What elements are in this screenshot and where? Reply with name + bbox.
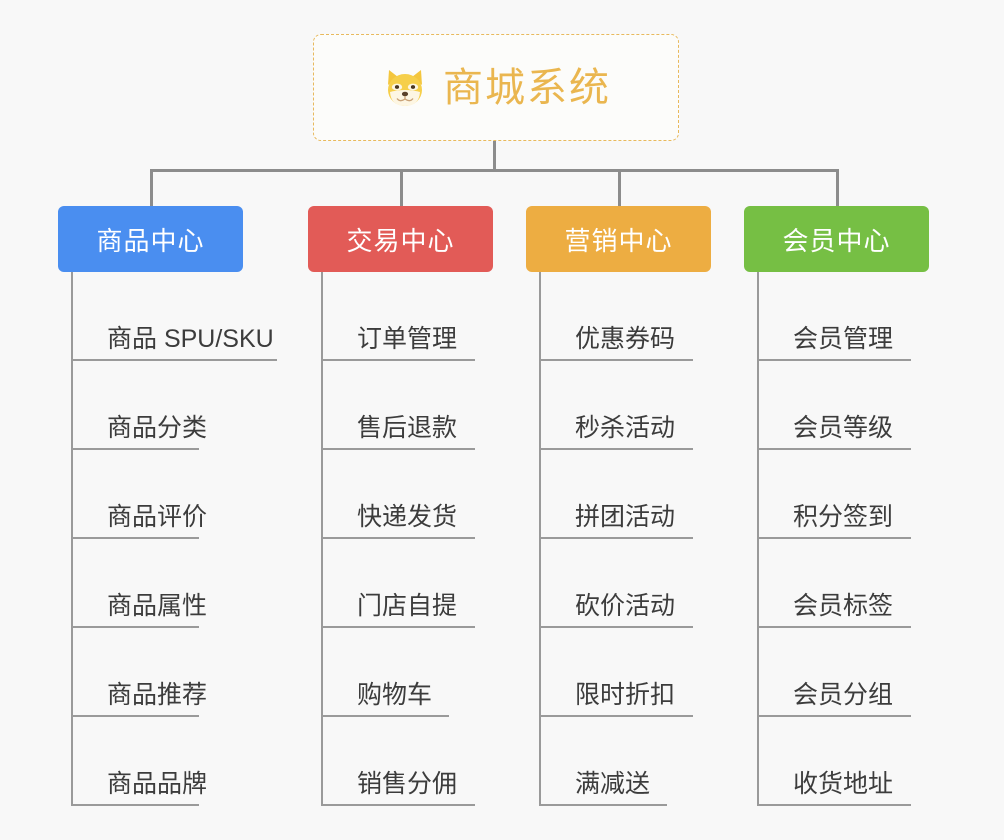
leaf-label: 会员等级 <box>793 413 894 442</box>
category-header-trade-center[interactable]: 交易中心 <box>308 206 493 272</box>
leaf-underline <box>323 359 475 361</box>
category-header-label: 商品中心 <box>96 225 205 256</box>
list-item[interactable]: 售后退款 <box>323 361 538 450</box>
leaf-label: 门店自提 <box>357 591 458 620</box>
connector-drop-trade-center <box>400 169 403 206</box>
root-node[interactable]: 商城系统 <box>313 34 679 141</box>
leaf-underline <box>759 359 911 361</box>
leaf-underline <box>323 626 475 628</box>
list-item[interactable]: 快递发货 <box>323 450 538 539</box>
leaf-label: 商品品牌 <box>107 769 208 798</box>
leaf-underline <box>759 804 911 806</box>
list-item[interactable]: 商品推荐 <box>73 628 318 717</box>
category-header-product-center[interactable]: 商品中心 <box>58 206 243 272</box>
leaf-list-member-center: 会员管理 会员等级 积分签到 会员标签 会员分组 收货地址 <box>757 272 984 806</box>
list-item[interactable]: 拼团活动 <box>541 450 756 539</box>
column-marketing-center: 营销中心 优惠券码 秒杀活动 拼团活动 砍价活动 限时折扣 <box>526 206 756 806</box>
list-item[interactable]: 销售分佣 <box>323 717 538 806</box>
list-item[interactable]: 满减送 <box>541 717 756 806</box>
leaf-label: 优惠券码 <box>575 324 676 353</box>
category-header-member-center[interactable]: 会员中心 <box>744 206 929 272</box>
column-product-center: 商品中心 商品 SPU/SKU 商品分类 商品评价 商品属性 商品推荐 <box>58 206 318 806</box>
column-trade-center: 交易中心 订单管理 售后退款 快递发货 门店自提 购物车 <box>308 206 538 806</box>
leaf-underline <box>541 359 693 361</box>
leaf-label: 满减送 <box>575 769 651 798</box>
list-item[interactable]: 会员等级 <box>759 361 984 450</box>
column-member-center: 会员中心 会员管理 会员等级 积分签到 会员标签 会员分组 <box>744 206 984 806</box>
list-item[interactable]: 会员管理 <box>759 272 984 361</box>
leaf-underline <box>323 448 475 450</box>
leaf-label: 商品评价 <box>107 502 208 531</box>
leaf-label: 商品推荐 <box>107 680 208 709</box>
leaf-underline <box>541 537 693 539</box>
leaf-underline <box>541 715 693 717</box>
leaf-label: 销售分佣 <box>357 769 458 798</box>
leaf-label: 售后退款 <box>357 413 458 442</box>
leaf-list-marketing-center: 优惠券码 秒杀活动 拼团活动 砍价活动 限时折扣 满减送 <box>539 272 756 806</box>
leaf-underline <box>541 626 693 628</box>
list-item[interactable]: 收货地址 <box>759 717 984 806</box>
leaf-label: 拼团活动 <box>575 502 676 531</box>
leaf-label: 会员分组 <box>793 680 894 709</box>
list-item[interactable]: 商品品牌 <box>73 717 318 806</box>
leaf-label: 会员标签 <box>793 591 894 620</box>
leaf-underline <box>759 537 911 539</box>
leaf-label: 快递发货 <box>357 502 458 531</box>
leaf-label: 砍价活动 <box>575 591 676 620</box>
leaf-underline <box>759 448 911 450</box>
leaf-underline <box>541 448 693 450</box>
leaf-label: 积分签到 <box>793 502 894 531</box>
root-title: 商城系统 <box>443 65 611 110</box>
leaf-underline <box>323 537 475 539</box>
leaf-label: 商品 SPU/SKU <box>107 324 274 353</box>
leaf-underline <box>73 804 199 806</box>
category-header-marketing-center[interactable]: 营销中心 <box>526 206 711 272</box>
list-item[interactable]: 砍价活动 <box>541 539 756 628</box>
list-item[interactable]: 商品分类 <box>73 361 318 450</box>
list-item[interactable]: 商品 SPU/SKU <box>73 272 318 361</box>
list-item[interactable]: 限时折扣 <box>541 628 756 717</box>
leaf-underline <box>73 715 199 717</box>
list-item[interactable]: 会员标签 <box>759 539 984 628</box>
leaf-underline <box>73 537 199 539</box>
leaf-label: 收货地址 <box>793 769 894 798</box>
leaf-label: 商品分类 <box>107 413 208 442</box>
leaf-underline <box>73 626 199 628</box>
connector-root-stem <box>493 141 496 171</box>
list-item[interactable]: 优惠券码 <box>541 272 756 361</box>
list-item[interactable]: 商品属性 <box>73 539 318 628</box>
leaf-label: 秒杀活动 <box>575 413 676 442</box>
leaf-underline <box>541 804 667 806</box>
leaf-label: 订单管理 <box>357 324 458 353</box>
leaf-label: 商品属性 <box>107 591 208 620</box>
category-header-label: 会员中心 <box>782 225 891 256</box>
shiba-dog-face-icon <box>381 64 429 112</box>
leaf-label: 会员管理 <box>793 324 894 353</box>
leaf-underline <box>759 626 911 628</box>
list-item[interactable]: 商品评价 <box>73 450 318 539</box>
list-item[interactable]: 购物车 <box>323 628 538 717</box>
leaf-underline <box>73 359 277 361</box>
leaf-label: 购物车 <box>357 680 433 709</box>
leaf-underline <box>73 448 199 450</box>
list-item[interactable]: 订单管理 <box>323 272 538 361</box>
leaf-underline <box>323 715 449 717</box>
leaf-underline <box>323 804 475 806</box>
list-item[interactable]: 会员分组 <box>759 628 984 717</box>
connector-drop-member-center <box>836 169 839 206</box>
connector-drop-marketing-center <box>618 169 621 206</box>
connector-drop-product-center <box>150 169 153 206</box>
list-item[interactable]: 门店自提 <box>323 539 538 628</box>
list-item[interactable]: 积分签到 <box>759 450 984 539</box>
leaf-underline <box>759 715 911 717</box>
list-item[interactable]: 秒杀活动 <box>541 361 756 450</box>
category-header-label: 交易中心 <box>346 225 455 256</box>
category-header-label: 营销中心 <box>564 225 673 256</box>
leaf-label: 限时折扣 <box>575 680 676 709</box>
connector-horizontal-bus <box>150 169 839 172</box>
leaf-list-trade-center: 订单管理 售后退款 快递发货 门店自提 购物车 销售分佣 <box>321 272 538 806</box>
leaf-list-product-center: 商品 SPU/SKU 商品分类 商品评价 商品属性 商品推荐 商品品牌 <box>71 272 318 806</box>
